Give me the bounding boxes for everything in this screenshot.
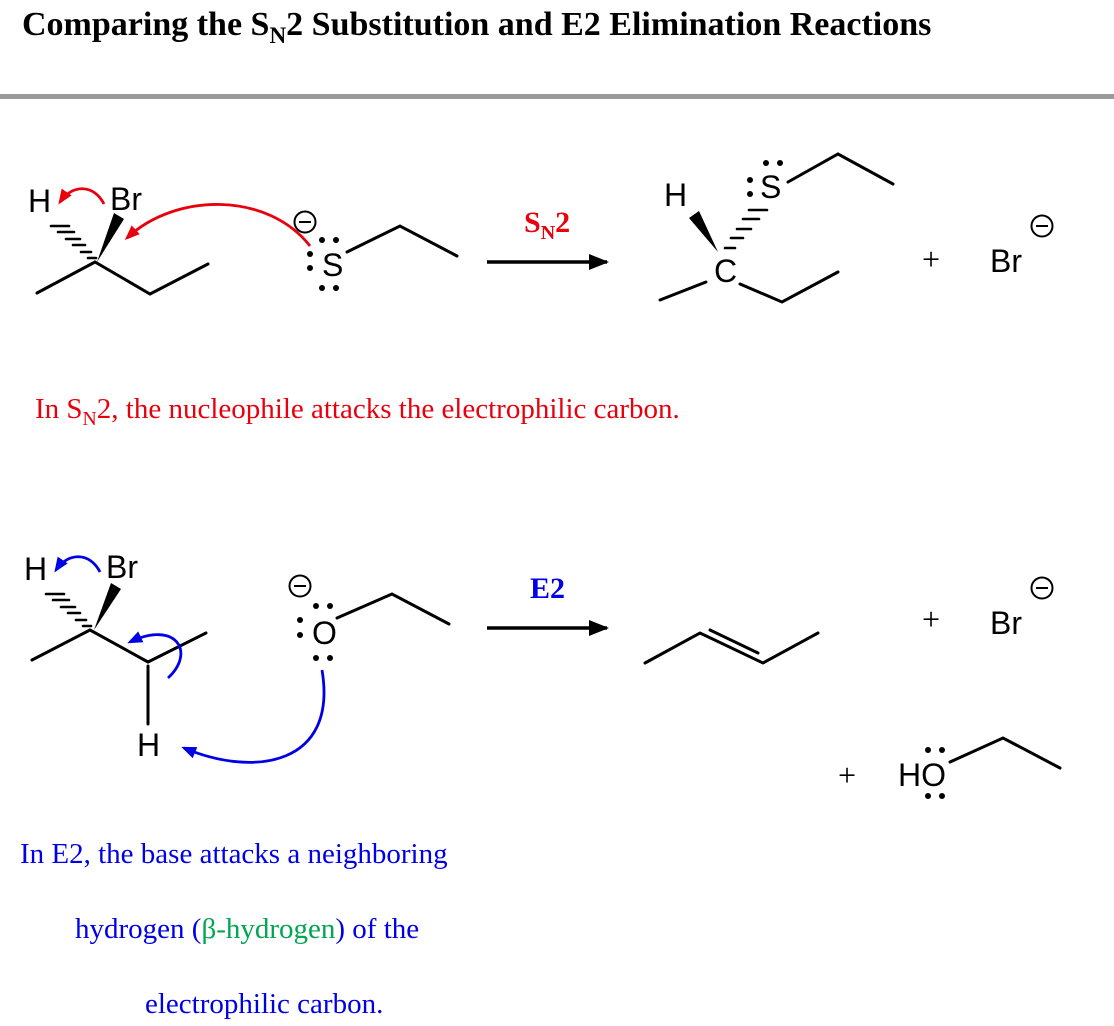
alkene-product-structure — [643, 628, 820, 665]
lone-pair-dots — [925, 747, 945, 799]
page-title: Comparing the SN2 Substitution and E2 El… — [22, 6, 931, 50]
ethanol-byproduct: + HO — [838, 736, 1062, 799]
sn2-reaction-arrow: SN2 — [487, 206, 609, 270]
curved-arrow-ch-to-cc-bond — [127, 631, 183, 680]
plus-sign: + — [922, 601, 940, 637]
e2-caption-line2: hydrogen (β-hydrogen) of the — [75, 913, 419, 946]
e2-caption-line1: In E2, the base attacks a neighboring — [20, 838, 448, 870]
lone-pair-dots — [747, 160, 783, 197]
thiolate-nucleophile: S — [293, 210, 459, 291]
ethyl-chain-bonds — [786, 152, 895, 186]
bold-wedge-bond — [97, 213, 124, 262]
negative-charge-icon — [293, 210, 317, 234]
c-atom-label: C — [714, 253, 737, 289]
e2-reaction-arrow: E2 — [487, 572, 609, 636]
e2-caption-line2-post: ) of the — [335, 913, 420, 945]
bromide-ion: + Br — [922, 214, 1054, 279]
ethyl-chain-bonds — [345, 224, 459, 258]
e2-caption-line2-pre: hydrogen ( — [75, 913, 202, 945]
curved-arrow-c-br-bond — [58, 187, 106, 205]
sn2-arrow-label: SN2 — [524, 206, 570, 244]
title-text-rest: 2 Substitution and E2 Elimination Reacti… — [286, 6, 932, 43]
sn2-caption-suffix: 2, the nucleophile attacks the electroph… — [96, 393, 680, 425]
title-text: Comparing the S — [22, 6, 270, 43]
skeleton-bonds — [35, 260, 210, 296]
negative-charge-icon — [1030, 576, 1054, 600]
negative-charge-icon — [1030, 214, 1054, 238]
hashed-wedge-bond — [723, 208, 769, 250]
sn2-product-structure: H S C — [658, 152, 895, 304]
curved-arrow-nucleophile-attack — [124, 203, 312, 247]
sn2-reactant-structure: H Br — [28, 181, 210, 296]
beta-hydrogen-label: H — [137, 727, 160, 763]
skeleton-bonds — [30, 628, 208, 726]
br-atom-label: Br — [990, 605, 1022, 641]
br-atom-label: Br — [106, 549, 138, 585]
negative-charge-icon — [288, 574, 312, 598]
e2-arrow-label: E2 — [530, 572, 565, 605]
bold-wedge-bond — [689, 211, 718, 252]
ethoxide-base: O — [288, 574, 451, 661]
curved-arrow-base-attack — [181, 669, 326, 764]
sn2-caption: In SN2, the nucleophile attacks the elec… — [35, 393, 680, 431]
hashed-wedge-bond — [44, 592, 93, 628]
plus-sign: + — [838, 757, 856, 793]
br-atom-label: Br — [990, 243, 1022, 279]
skeleton-bonds — [658, 270, 840, 304]
title-subscript: N — [269, 22, 287, 49]
h-atom-label: H — [664, 177, 687, 213]
h-atom-label: H — [28, 183, 51, 219]
e2-reaction: H Br H O E2 — [24, 549, 1062, 799]
br-atom-label: Br — [110, 181, 142, 217]
ho-atom-label: HO — [898, 757, 946, 793]
ethyl-chain-bonds — [948, 736, 1062, 770]
lone-pair-dots — [297, 603, 333, 661]
section-divider — [0, 94, 1114, 99]
bold-wedge-bond — [94, 583, 121, 630]
h-atom-label: H — [24, 551, 47, 587]
e2-caption-line3: electrophilic carbon. — [145, 988, 384, 1020]
lone-pair-dots — [307, 237, 339, 291]
beta-hydrogen-term: β-hydrogen — [201, 913, 336, 945]
s-atom-label: S — [760, 169, 781, 205]
s-atom-label: S — [322, 247, 343, 283]
bromide-ion: + Br — [922, 576, 1054, 641]
plus-sign: + — [922, 241, 940, 277]
hashed-wedge-bond — [49, 224, 98, 260]
skeleton-bonds — [643, 628, 820, 665]
o-atom-label: O — [312, 615, 337, 651]
sn2-caption-prefix: In S — [35, 393, 83, 425]
curved-arrow-c-br-bond — [54, 555, 102, 573]
e2-reactant-structure: H Br H — [24, 549, 208, 763]
sn2-reaction: H Br S SN2 — [28, 152, 1054, 304]
ethyl-chain-bonds — [335, 592, 451, 626]
sn2-caption-subscript: N — [82, 407, 97, 430]
